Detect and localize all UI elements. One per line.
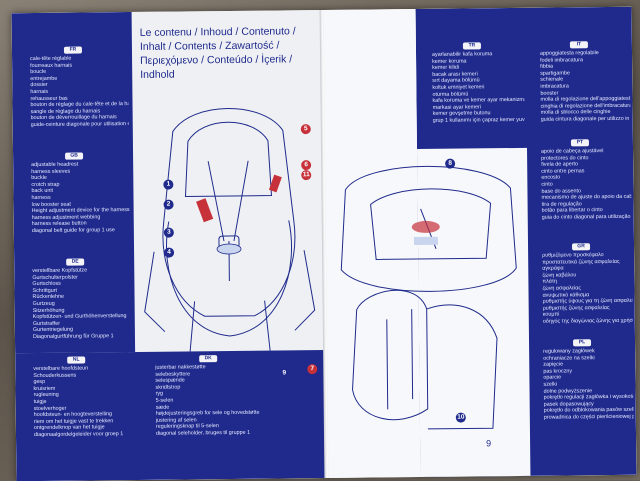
section-nl: NL verstelbare hoofdsteunSchouderkussens…	[21, 356, 132, 439]
section-de: DE verstellbare KopfstützeGurtschulterpo…	[20, 258, 131, 341]
callout-number: 2	[164, 200, 174, 210]
harness-sleeve-red	[196, 198, 213, 222]
section-pl: PL regulowany zagłówekochraniacze na sze…	[531, 339, 634, 422]
parts-list-item: diagonal seleholder, bruges til gruppe 1	[156, 429, 274, 437]
parts-list-pt: apoio de cabeça ajustávelprotectores do …	[529, 148, 632, 222]
callout-number: 10	[456, 413, 466, 423]
callout-number: 7	[307, 364, 317, 374]
parts-list-fr: cale-tête réglablefourreaux harnaisboucl…	[18, 55, 129, 129]
buckle-shape	[217, 244, 241, 254]
flag-label: GR	[572, 243, 590, 250]
flag-label: DK	[199, 355, 217, 362]
harness-part	[414, 237, 438, 245]
callout-number: 5	[301, 124, 311, 134]
parts-list-item: prowadnica do części pierścieniowej pasa…	[544, 414, 634, 422]
contents-title: Le contenu / Inhoud / Contenuto / Inhalt…	[140, 24, 316, 82]
parts-list-nl: verstelbare hoofdsteunSchouderkussensges…	[21, 365, 132, 439]
flag-label: FR	[64, 47, 82, 54]
parts-list-item: guia do cinto diagonal para utilização c…	[542, 214, 632, 222]
section-gr: GR ρυθμιζόμενο προσκέφαλοπροστατευτικά ζ…	[530, 243, 633, 326]
flag-label: GB	[65, 153, 83, 160]
callout-number: 3	[164, 228, 174, 238]
section-pt: PT apoio de cabeça ajustávelprotectores …	[529, 139, 632, 222]
parts-list-it: appoggiatesta regolabilefodeli imbracatu…	[528, 50, 631, 124]
callout-number: 8	[445, 159, 455, 169]
parts-list-tr: ayarlanabilir kafa korumakemer korumakem…	[420, 51, 525, 125]
parts-list-item: guide-ceinture diagonale pour utilisatio…	[31, 121, 129, 129]
car-seat-detail-illustrations	[325, 148, 533, 450]
flag-label: PT	[571, 139, 589, 146]
section-dk: DK justerbar nakkestøtteselebeskytterese…	[143, 355, 274, 438]
section-fr: FR cale-tête réglablefourreaux harnaisbo…	[18, 46, 129, 129]
flag-label: TR	[463, 42, 481, 49]
callout-number: 4	[164, 248, 174, 258]
parts-list-de: verstellbare KopfstützeGurtschulterpolst…	[20, 267, 131, 341]
parts-list-item: Kopfstützen- und Gurthöhenverstellung	[33, 313, 131, 321]
parts-list-item: højdejusteringsgreb for sele og hovedstø…	[156, 410, 274, 418]
parts-list-item: mecanismo de ajuste do apoio da cabeça e…	[541, 194, 631, 202]
callout-number: 9	[279, 368, 289, 378]
parts-list-gr: ρυθμιζόμενο προσκέφαλοπροστατευτικά ζώνη…	[530, 252, 633, 326]
section-it: IT appoggiatesta regolabilefodeli imbrac…	[528, 41, 631, 124]
section-gb: GB adjustable headrestharness sleevesbuc…	[19, 152, 130, 235]
parts-list-item: Diagonalgurtführung für Gruppe 1	[33, 333, 131, 341]
left-page: FR cale-tête réglablefourreaux harnaisbo…	[12, 10, 327, 481]
parts-list-item: guida cintura diagonale per utilizzo in …	[541, 116, 631, 124]
flag-label: PL	[573, 339, 591, 346]
callout-number: 6	[301, 160, 311, 170]
car-seat-illustration	[133, 100, 326, 352]
flag-label: NL	[67, 357, 85, 364]
parts-list-item: diagonal belt guide for group 1 use	[32, 227, 130, 235]
flag-label: DE	[66, 259, 84, 266]
adjuster-red	[412, 221, 440, 233]
page-number: 9	[486, 438, 491, 448]
parts-list-item: grup 1 kullanımı için çapraz kemer yuvas…	[433, 117, 525, 125]
parts-list-gb: adjustable headrestharness sleevesbuckle…	[19, 161, 130, 235]
callout-number: 11	[301, 170, 311, 180]
callout-number: 1	[163, 180, 173, 190]
parts-list-item: diagonaalgordelgeleider voor groep 1	[34, 431, 132, 439]
parts-list-item: οδηγός της διαγώνιας ζώνης για χρήση της…	[543, 318, 633, 326]
parts-list-pl: regulowany zagłówekochraniacze na szelki…	[531, 348, 634, 422]
section-tr: TR ayarlanabilir kafa korumakemer koruma…	[420, 42, 525, 125]
right-page: TR ayarlanabilir kafa korumakemer koruma…	[324, 7, 637, 478]
instruction-booklet: FR cale-tête réglablefourreaux harnaisbo…	[12, 7, 637, 481]
parts-list-dk: justerbar nakkestøtteselebeskyttereseles…	[143, 364, 274, 438]
flag-label: IT	[570, 41, 588, 48]
